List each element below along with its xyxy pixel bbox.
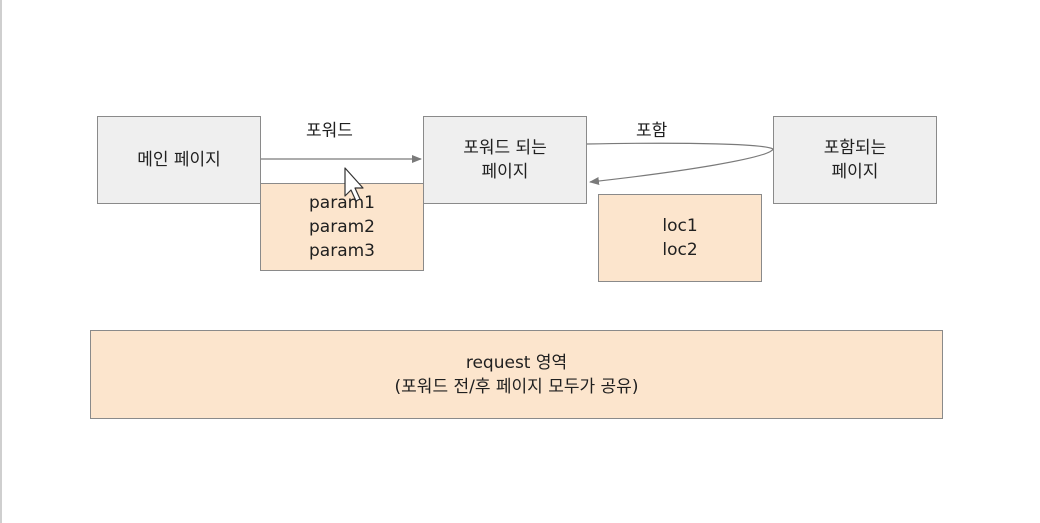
param-item: param2 bbox=[309, 217, 375, 237]
include-edge-label: 포함 bbox=[636, 121, 668, 141]
forwarded-page-label-line1: 포워드 되는 bbox=[463, 138, 547, 158]
main-page-label: 메인 페이지 bbox=[137, 150, 221, 170]
locals-box: loc1 loc2 bbox=[598, 194, 762, 282]
included-page-box: 포함되는 페이지 bbox=[773, 116, 937, 204]
main-page-box: 메인 페이지 bbox=[97, 116, 261, 204]
included-page-label-line2: 페이지 bbox=[831, 162, 879, 182]
forward-edge-label: 포워드 bbox=[306, 121, 353, 141]
left-edge bbox=[0, 0, 2, 523]
include-arrow bbox=[586, 142, 774, 185]
forwarded-page-box: 포워드 되는 페이지 bbox=[423, 116, 587, 204]
mouse-cursor-icon bbox=[344, 167, 364, 202]
param-item: param3 bbox=[309, 241, 375, 261]
included-page-label-line1: 포함되는 bbox=[823, 138, 887, 158]
request-area-box: request 영역 (포워드 전/후 페이지 모두가 공유) bbox=[90, 330, 943, 419]
forwarded-page-label-line2: 페이지 bbox=[481, 162, 529, 182]
params-box: param1 param2 param3 bbox=[260, 183, 424, 271]
request-area-subtitle: (포워드 전/후 페이지 모두가 공유) bbox=[394, 376, 639, 397]
local-item: loc2 bbox=[662, 240, 698, 260]
local-item: loc1 bbox=[662, 216, 698, 236]
request-area-title: request 영역 bbox=[465, 352, 568, 373]
